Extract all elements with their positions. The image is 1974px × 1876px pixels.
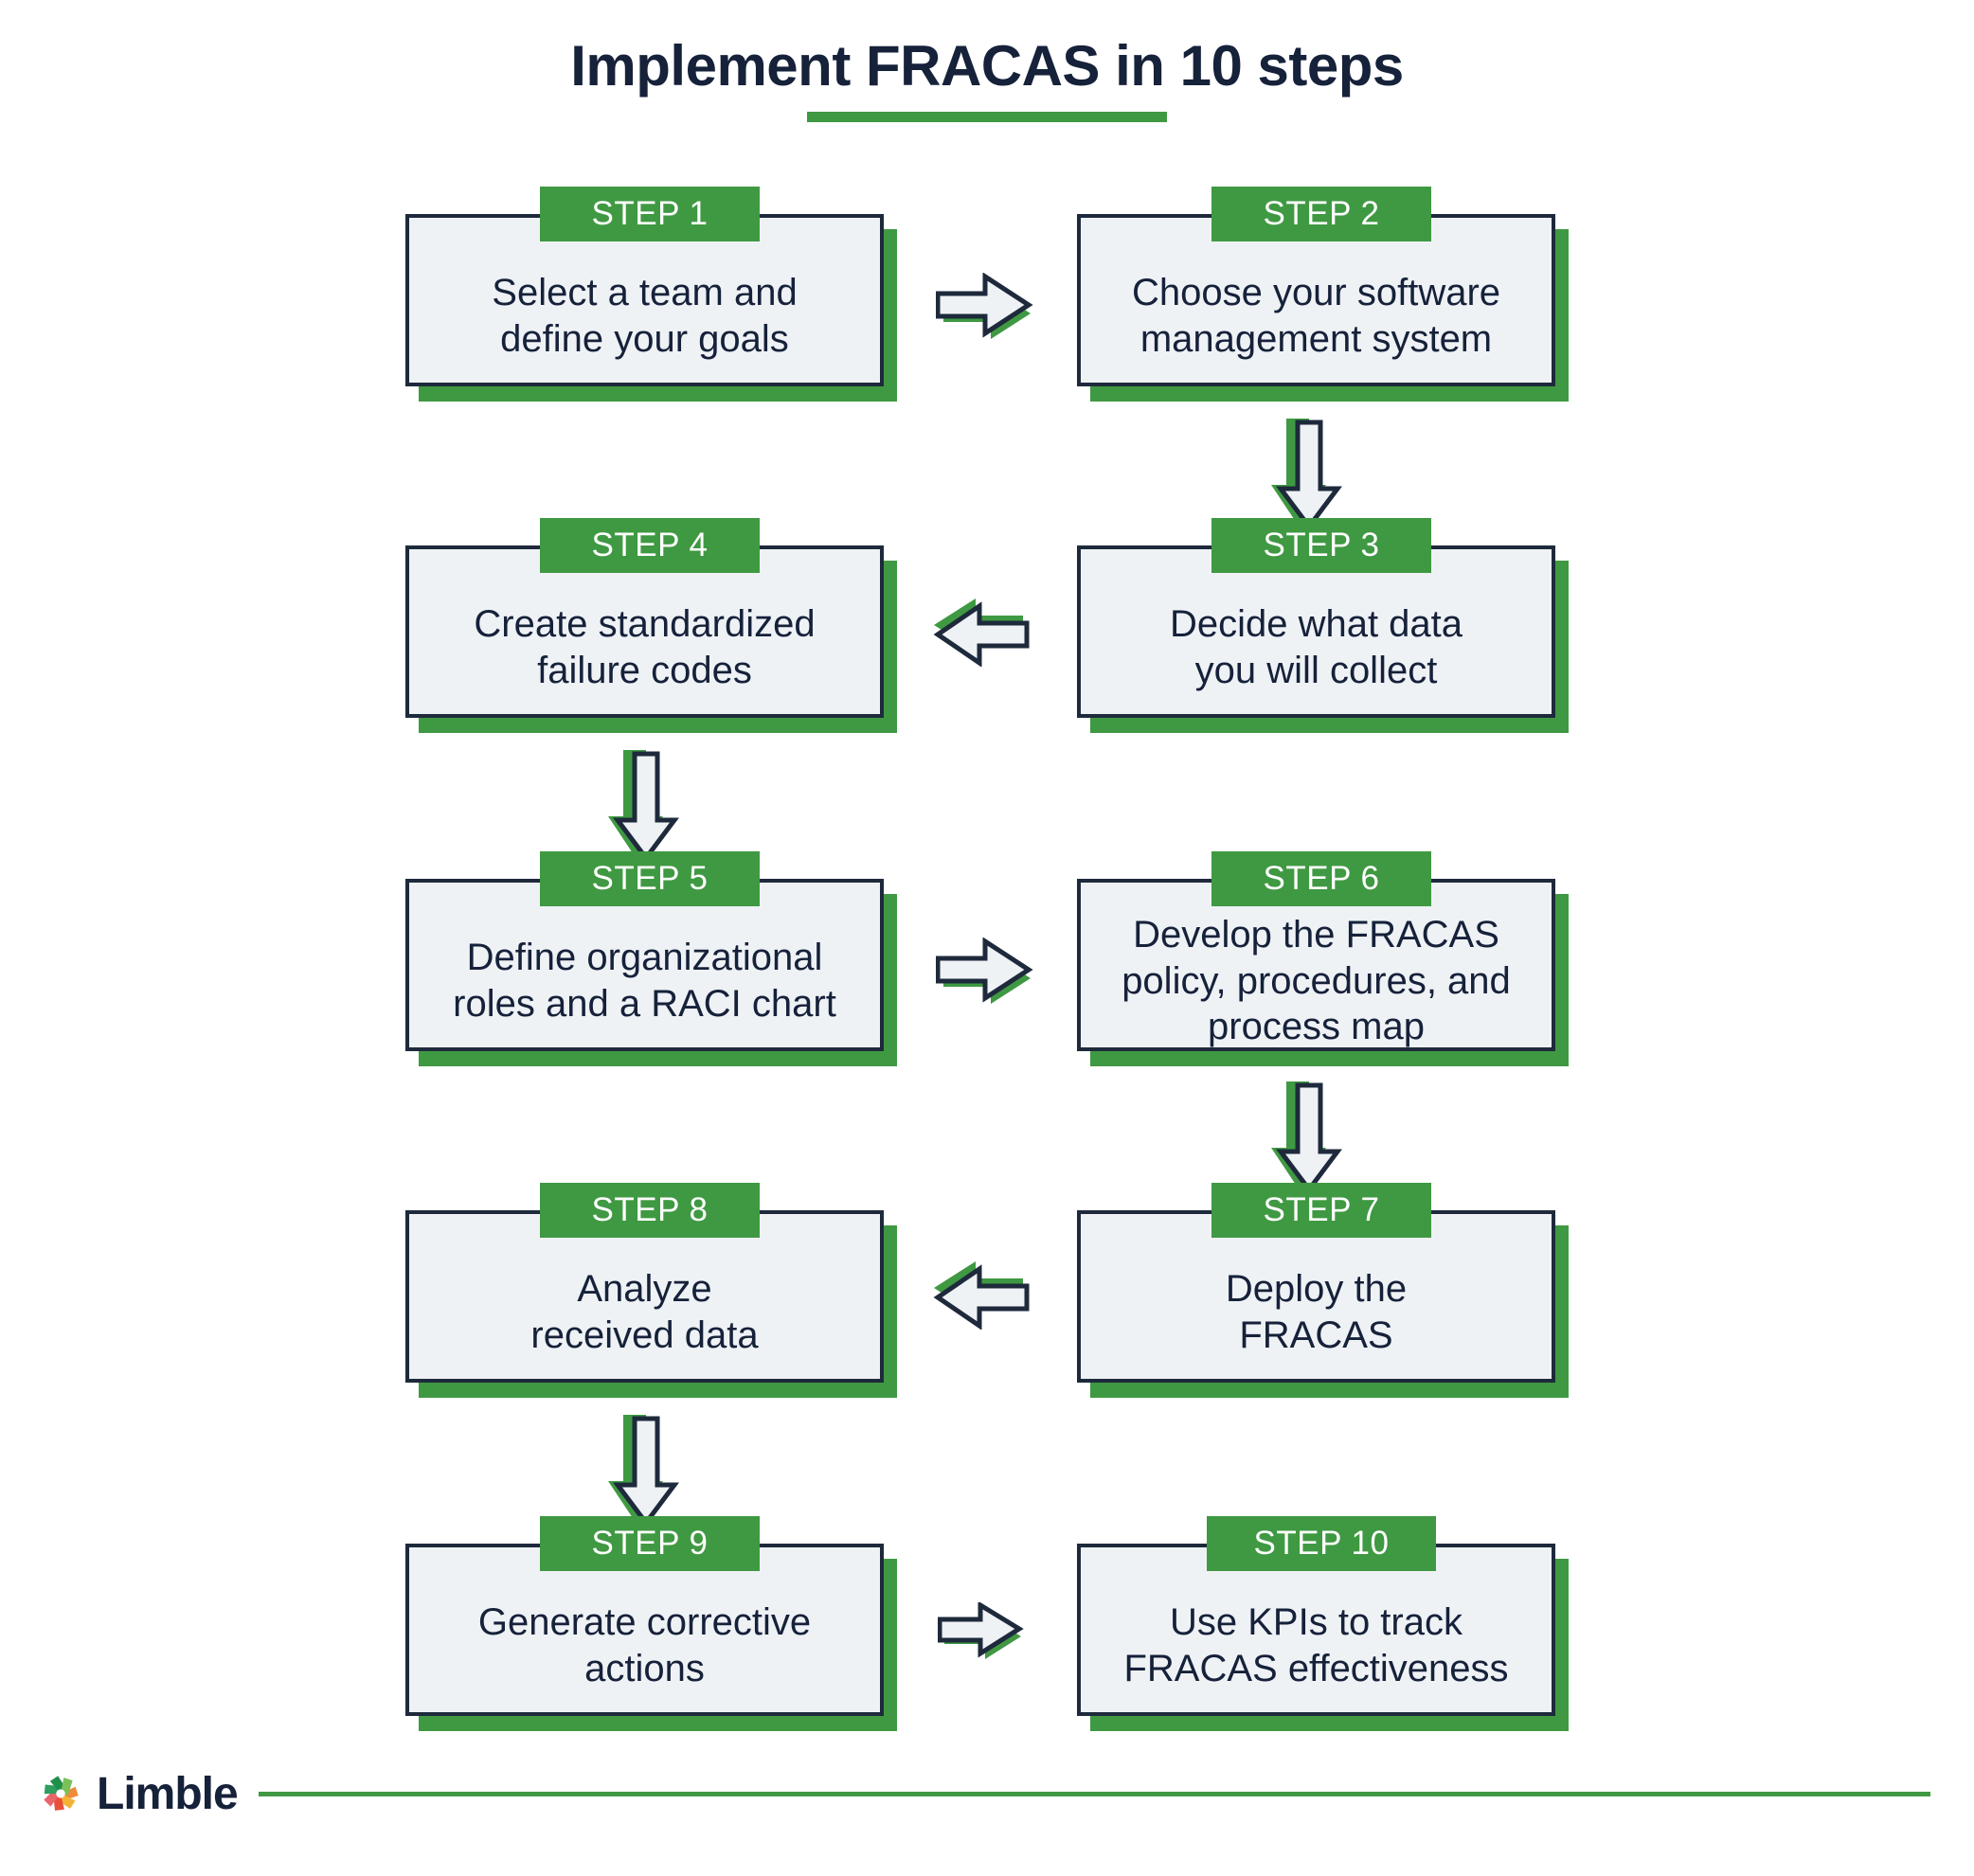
page-title: Implement FRACAS in 10 steps <box>570 34 1404 98</box>
card-body: Choose your software management system <box>1077 214 1555 386</box>
card-body: Analyze received data <box>405 1210 884 1383</box>
card-body: Define organizational roles and a RACI c… <box>405 879 884 1051</box>
arrow-step6-to-step7 <box>1269 1080 1345 1193</box>
arrow-step5-to-step6 <box>936 938 1040 1006</box>
step-text: Analyze received data <box>530 1268 759 1356</box>
step-tab-label: STEP 4 <box>540 518 760 573</box>
card-body: Decide what data you will collect <box>1077 545 1555 718</box>
limble-pinwheel-icon <box>44 1776 79 1811</box>
step-tab-label: STEP 6 <box>1211 851 1431 906</box>
step-text: Develop the FRACAS policy, procedures, a… <box>1122 913 1511 1048</box>
step-card-6[interactable]: Develop the FRACAS policy, procedures, a… <box>1077 851 1569 1066</box>
step-text: Generate corrective actions <box>477 1601 812 1689</box>
arrow-step7-to-step8 <box>926 1261 1031 1330</box>
step-card-7[interactable]: Deploy the FRACAS STEP 7 <box>1077 1183 1569 1398</box>
step-tab-label: STEP 9 <box>540 1516 760 1571</box>
step-tab-label: STEP 3 <box>1211 518 1431 573</box>
step-tab-label: STEP 1 <box>540 187 760 241</box>
step-tab-label: STEP 2 <box>1211 187 1431 241</box>
title-block: Implement FRACAS in 10 steps <box>0 38 1974 122</box>
footer-rule <box>258 1791 1930 1796</box>
arrow-step4-to-step5 <box>606 748 682 862</box>
footer: Limble <box>36 1760 1930 1827</box>
step-card-9[interactable]: Generate corrective actions STEP 9 <box>405 1516 897 1731</box>
step-card-5[interactable]: Define organizational roles and a RACI c… <box>405 851 897 1066</box>
step-text: Create standardized failure codes <box>474 603 816 691</box>
card-body: Use KPIs to track FRACAS effectiveness <box>1077 1544 1555 1716</box>
step-card-3[interactable]: Decide what data you will collect STEP 3 <box>1077 518 1569 733</box>
step-card-2[interactable]: Choose your software management system S… <box>1077 187 1569 402</box>
step-tab-label: STEP 8 <box>540 1183 760 1238</box>
step-tab-label: STEP 7 <box>1211 1183 1431 1238</box>
title-underline <box>807 112 1167 122</box>
card-body: Deploy the FRACAS <box>1077 1210 1555 1383</box>
step-card-8[interactable]: Analyze received data STEP 8 <box>405 1183 897 1398</box>
arrow-step2-to-step3 <box>1269 417 1345 530</box>
arrow-step8-to-step9 <box>606 1413 682 1527</box>
card-body: Generate corrective actions <box>405 1544 884 1716</box>
step-tab-label: STEP 5 <box>540 851 760 906</box>
arrow-step3-to-step4 <box>926 599 1031 667</box>
limble-wordmark: Limble <box>97 1768 239 1819</box>
step-tab-label: STEP 10 <box>1207 1516 1436 1571</box>
step-text: Select a team and define your goals <box>492 272 798 360</box>
step-text: Deploy the FRACAS <box>1225 1268 1408 1356</box>
step-card-4[interactable]: Create standardized failure codes STEP 4 <box>405 518 897 733</box>
step-text: Define organizational roles and a RACI c… <box>453 937 836 1025</box>
card-body: Create standardized failure codes <box>405 545 884 718</box>
arrow-step9-to-step10 <box>938 1602 1032 1661</box>
step-text: Choose your software management system <box>1131 272 1501 360</box>
card-body: Select a team and define your goals <box>405 214 884 386</box>
arrow-step1-to-step2 <box>936 273 1040 341</box>
card-body: Develop the FRACAS policy, procedures, a… <box>1077 879 1555 1051</box>
step-text: Decide what data you will collect <box>1169 603 1463 691</box>
step-card-10[interactable]: Use KPIs to track FRACAS effectiveness S… <box>1077 1516 1569 1731</box>
step-text: Use KPIs to track FRACAS effectiveness <box>1123 1601 1509 1689</box>
step-card-1[interactable]: Select a team and define your goals STEP… <box>405 187 897 402</box>
